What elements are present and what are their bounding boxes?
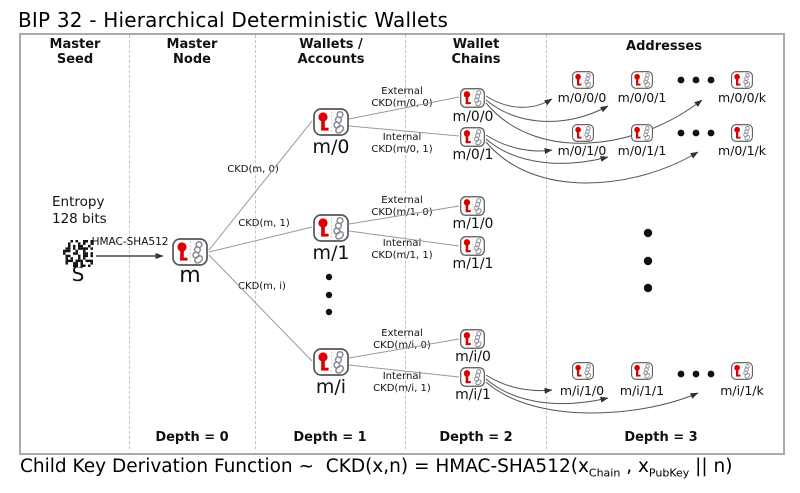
header-line: Seed <box>56 52 94 67</box>
column-header-master-node: Master Node <box>167 37 218 67</box>
key-chain-icon <box>172 238 208 266</box>
formula-suffix: || n) <box>689 456 733 477</box>
chain-node-label: m/0/1 <box>452 147 494 163</box>
edge-label-ckd-mi: CKD(m, i) <box>238 281 286 292</box>
qr-code-icon <box>63 240 93 267</box>
edge-label-line: Internal <box>382 132 422 143</box>
key-chain-icon <box>572 362 594 380</box>
edge-label-line: CKD(m/1, 1) <box>371 249 433 261</box>
ckd-formula: Child Key Derivation Function ~ CKD(x,n)… <box>20 456 732 480</box>
address-label: m/i/1/k <box>720 383 764 398</box>
chain-node-label: m/1/1 <box>452 256 494 272</box>
key-chain-icon <box>731 71 753 89</box>
edge-label-ckd-m1: CKD(m, 1) <box>238 218 290 229</box>
diagram-border <box>19 33 785 455</box>
edge-label-line: Internal <box>382 371 422 382</box>
account-node-label: m/i <box>315 376 347 398</box>
column-header-wallets-accounts: Wallets / Accounts <box>298 37 365 67</box>
depth-label-3: Depth = 3 <box>624 430 698 445</box>
formula-prefix: Child Key Derivation Function ~ CKD(x,n)… <box>20 456 589 477</box>
edge-label-internal-mi: Internal CKD(m/i, 1) <box>373 371 431 394</box>
edge-label-line: CKD(m/1, 0) <box>371 206 433 218</box>
chain-node-label: m/i/1 <box>455 387 491 403</box>
column-header-addresses: Addresses <box>626 39 702 54</box>
depth-label-2: Depth = 2 <box>439 430 513 445</box>
chain-node-label: m/i/0 <box>455 349 491 365</box>
key-chain-icon <box>460 88 485 108</box>
hmac-arrow-label: HMAC-SHA512 <box>91 236 169 248</box>
edge-label-line: External <box>381 195 423 206</box>
edge-label-line: CKD(m/0, 0) <box>371 97 433 109</box>
depth-label-0: Depth = 0 <box>155 430 229 445</box>
edge-label-external-m0: External CKD(m/0, 0) <box>371 86 432 109</box>
edge-label-line: CKD(m/0, 1) <box>371 143 433 155</box>
entropy-line: 128 bits <box>52 210 107 227</box>
chain-node-label: m/0/0 <box>452 109 494 125</box>
formula-subscript-pubkey: PubKey <box>648 466 690 480</box>
key-chain-icon <box>460 329 485 349</box>
key-chain-icon <box>631 362 653 380</box>
address-label: m/0/1/k <box>718 143 766 158</box>
entropy-line: Entropy <box>52 194 105 210</box>
key-chain-icon <box>572 71 594 89</box>
address-label: m/0/1/0 <box>557 143 607 158</box>
key-chain-icon <box>460 367 485 387</box>
edge-label-line: Internal <box>382 238 422 249</box>
header-line: Master <box>49 37 101 52</box>
depth-label-1: Depth = 1 <box>293 430 367 445</box>
header-line: Node <box>173 52 211 67</box>
edge-label-internal-m1: Internal CKD(m/1, 1) <box>371 238 432 261</box>
key-chain-icon <box>731 124 753 142</box>
address-label: m/i/1/1 <box>619 383 665 398</box>
seed-label: S <box>71 262 85 286</box>
edge-label-line: CKD(m/i, 0) <box>373 339 431 351</box>
formula-subscript-chain: Chain <box>588 466 621 480</box>
address-label: m/0/0/k <box>718 90 766 105</box>
key-chain-icon <box>313 108 349 136</box>
header-line: Master <box>166 37 218 52</box>
master-node-label: m <box>179 263 201 288</box>
page-title: BIP 32 - Hierarchical Deterministic Wall… <box>18 8 449 32</box>
key-chain-icon <box>731 362 753 380</box>
column-header-wallet-chains: Wallet Chains <box>451 37 500 67</box>
key-chain-icon <box>631 71 653 89</box>
account-node-label: m/1 <box>312 242 350 264</box>
address-label: m/0/0/0 <box>557 90 607 105</box>
header-line: Addresses <box>626 39 702 54</box>
column-header-master-seed: Master Seed <box>50 37 101 67</box>
key-chain-icon <box>460 236 485 256</box>
edge-label-ckd-m0: CKD(m, 0) <box>227 164 279 175</box>
header-line: Wallet <box>452 37 500 52</box>
edge-label-line: External <box>381 328 423 339</box>
key-chain-icon <box>460 196 485 216</box>
key-chain-icon <box>631 124 653 142</box>
address-label: m/0/1/1 <box>617 143 667 158</box>
header-line: Wallets / <box>299 37 363 52</box>
chain-node-label: m/1/0 <box>452 216 494 232</box>
header-line: Chains <box>451 52 501 67</box>
key-chain-icon <box>313 214 349 242</box>
address-label: m/i/1/0 <box>559 383 605 398</box>
edge-label-line: CKD(m/i, 1) <box>373 382 431 394</box>
column-divider <box>255 35 256 449</box>
key-chain-icon <box>572 124 594 142</box>
account-node-label: m/0 <box>312 136 350 158</box>
column-divider <box>546 35 547 449</box>
key-chain-icon <box>460 127 485 147</box>
edge-label-external-m1: External CKD(m/1, 0) <box>371 195 432 218</box>
column-divider <box>129 35 130 449</box>
edge-label-internal-m0: Internal CKD(m/0, 1) <box>371 132 432 155</box>
edge-label-line: External <box>381 86 423 97</box>
header-line: Accounts <box>297 52 365 67</box>
formula-mid: , x <box>620 456 649 477</box>
key-chain-icon <box>313 348 349 376</box>
entropy-label: Entropy 128 bits <box>52 194 107 227</box>
edge-label-external-mi: External CKD(m/i, 0) <box>373 328 431 351</box>
address-label: m/0/0/1 <box>617 90 667 105</box>
